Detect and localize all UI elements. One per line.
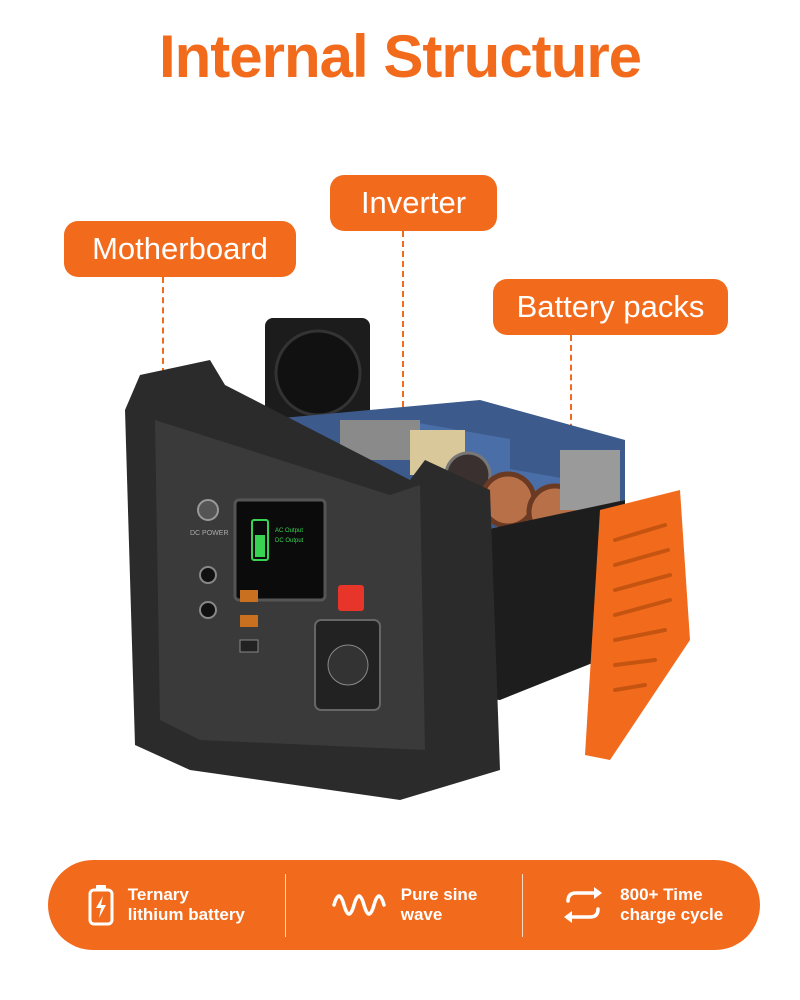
page-title: Internal Structure <box>158 23 642 90</box>
dc-port-1 <box>199 566 217 584</box>
feature-ternary-battery: Ternary lithium battery <box>48 860 285 950</box>
dc-port-2 <box>199 601 217 619</box>
motherboard-label: Motherboard <box>64 221 296 277</box>
dc-power-text: DC POWER <box>190 530 229 537</box>
feature-bar: Ternary lithium battery Pure sine wave 8… <box>48 860 760 950</box>
feature-2-line-2: wave <box>400 905 443 924</box>
screen-line-2: DC Output <box>275 538 304 544</box>
feature-charge-cycle: 800+ Time charge cycle <box>522 873 760 937</box>
ac-switch <box>338 585 364 611</box>
cycle-arrows-icon <box>564 887 603 923</box>
screen-line-1: AC Output <box>275 528 303 534</box>
inverter-leader <box>402 231 404 477</box>
feature-pure-sine: Pure sine wave <box>284 873 523 937</box>
feature-3-line-1: 800+ Time <box>620 885 703 904</box>
power-station-illustration: DC POWER AC Output DC Output <box>125 318 690 800</box>
heatsink-right <box>560 450 620 510</box>
feature-1-line-1: Ternary <box>127 885 189 904</box>
battery-bolt-icon <box>88 885 114 926</box>
usb-port-1 <box>240 590 258 602</box>
fan-ring <box>274 329 362 417</box>
usb-port-3 <box>239 639 259 653</box>
cover-vents <box>613 523 672 692</box>
lcd-screen <box>233 498 327 602</box>
feature-1-line-2: lithium battery <box>127 905 245 924</box>
feature-3-line-2: charge cycle <box>620 905 724 924</box>
sine-wave-icon <box>331 894 386 916</box>
dc-power-button <box>197 499 219 521</box>
battery-packs-label: Battery packs <box>493 279 728 335</box>
orange-side-cover <box>585 490 690 760</box>
battery-level-indicator <box>251 519 269 561</box>
usb-port-2 <box>240 615 258 627</box>
inverter-label: Inverter <box>330 175 497 231</box>
feature-2-line-1: Pure sine <box>400 885 478 904</box>
